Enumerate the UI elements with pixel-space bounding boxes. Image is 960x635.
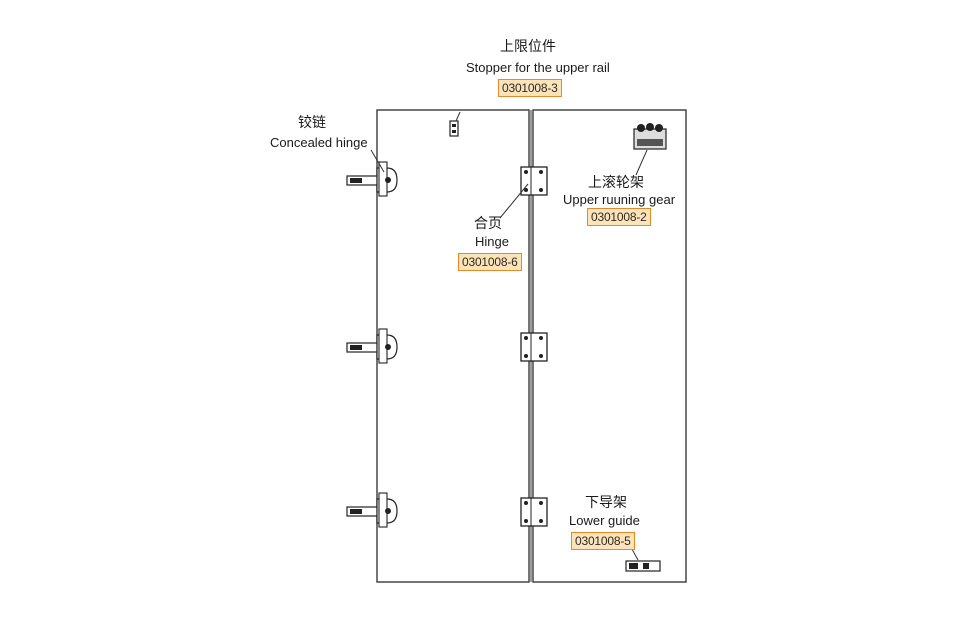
lower-guide-code: 0301008-5	[571, 532, 635, 550]
hinge-label-en: Hinge	[475, 234, 509, 249]
lower-guide-label-en: Lower guide	[569, 513, 640, 528]
upper-gear-code: 0301008-2	[587, 208, 651, 226]
upper-gear-part	[633, 123, 667, 176]
center-hinge-bottom	[520, 497, 548, 527]
concealed-hinge-middle	[346, 328, 398, 364]
concealed-hinge-bottom	[346, 492, 398, 528]
hinge-code: 0301008-6	[458, 253, 522, 271]
center-hinge-top	[520, 166, 548, 196]
stopper-label-en: Stopper for the upper rail	[466, 60, 610, 75]
center-hinge-middle	[520, 332, 548, 362]
upper-gear-label-en: Upper ruuning gear	[563, 192, 676, 207]
stopper-label-zh: 上限位件	[500, 39, 556, 55]
concealed-hinge-top	[346, 161, 398, 197]
stopper-code: 0301008-3	[498, 79, 562, 97]
stopper-part	[449, 120, 459, 137]
lower-guide-label-zh: 下导架	[585, 495, 627, 511]
concealed-hinge-label-en: Concealed hinge	[270, 135, 368, 150]
concealed-hinge-label-zh: 铰链	[298, 115, 326, 131]
hinge-label-zh: 合页	[474, 216, 502, 232]
left-door-panel	[376, 109, 530, 583]
upper-gear-label-zh: 上滚轮架	[588, 175, 644, 191]
